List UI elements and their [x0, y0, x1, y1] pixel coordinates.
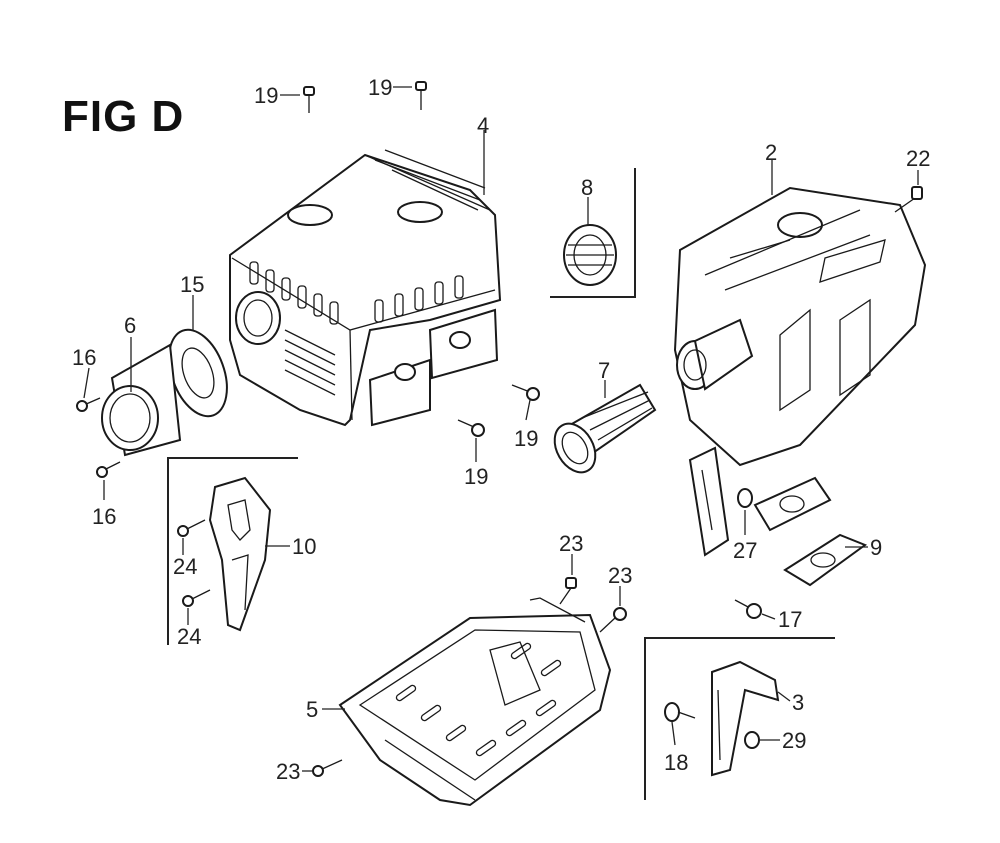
callout-23-right: 23 — [608, 563, 632, 588]
bolt-23-top — [559, 577, 577, 605]
callout-17: 17 — [778, 607, 802, 632]
nut-27 — [737, 488, 753, 508]
callout-19-top-left: 19 — [254, 83, 278, 108]
callout-15: 15 — [180, 272, 204, 297]
callout-19-bottom-right: 19 — [514, 426, 538, 451]
cap-6 — [101, 343, 182, 457]
callout-2: 2 — [765, 140, 777, 165]
bolt-19-top-right — [415, 81, 427, 110]
callout-9: 9 — [870, 535, 882, 560]
bolt-17 — [734, 599, 762, 619]
callout-8: 8 — [581, 175, 593, 200]
bolt-23-right — [599, 607, 627, 633]
callout-7: 7 — [598, 358, 610, 383]
callout-19-top-right: 19 — [368, 75, 392, 100]
bolt-18 — [664, 702, 696, 722]
screw-24-top — [177, 519, 206, 537]
bolt-19-top-left — [303, 86, 315, 113]
muffler-protector — [229, 149, 502, 427]
callout-23-bottom: 23 — [276, 759, 300, 784]
callout-numbers: 19 19 4 2 22 8 7 15 6 16 16 10 24 24 19 … — [72, 75, 930, 784]
frame-part-10 — [167, 457, 298, 645]
callout-16-bottom: 16 — [92, 504, 116, 529]
spark-arrester-screen-7 — [553, 383, 657, 474]
callout-19-bottom-left: 19 — [464, 464, 488, 489]
callout-16-top: 16 — [72, 345, 96, 370]
callout-6: 6 — [124, 313, 136, 338]
bracket-3 — [711, 660, 780, 777]
bolt-19-bottom-left — [457, 419, 485, 437]
frame-part-8 — [550, 168, 636, 298]
figure-title: FIG D — [62, 92, 185, 141]
callout-24-top: 24 — [173, 554, 197, 579]
screw-16-bottom — [96, 461, 121, 478]
frame-part-3 — [644, 637, 835, 800]
leader-lines — [83, 86, 919, 772]
screw-24-bottom — [182, 589, 211, 607]
screw-16-top — [76, 397, 101, 412]
bolt-22 — [894, 186, 923, 213]
muffler-base-5 — [338, 597, 612, 807]
spark-arrester-cap-8 — [563, 224, 617, 286]
callout-27: 27 — [733, 538, 757, 563]
callout-24-bottom: 24 — [177, 624, 201, 649]
callout-3: 3 — [792, 690, 804, 715]
nut-29 — [744, 731, 760, 749]
bolt-19-bottom-right — [511, 384, 540, 401]
callout-22: 22 — [906, 146, 930, 171]
callout-23-top: 23 — [559, 531, 583, 556]
bolt-23-bottom — [312, 759, 343, 777]
shield-10 — [208, 476, 272, 632]
callout-4: 4 — [477, 113, 489, 138]
callout-10: 10 — [292, 534, 316, 559]
gasket-9 — [783, 533, 868, 587]
callout-18: 18 — [664, 750, 688, 775]
callout-5: 5 — [306, 697, 318, 722]
callout-29: 29 — [782, 728, 806, 753]
muffler-body — [673, 186, 927, 557]
